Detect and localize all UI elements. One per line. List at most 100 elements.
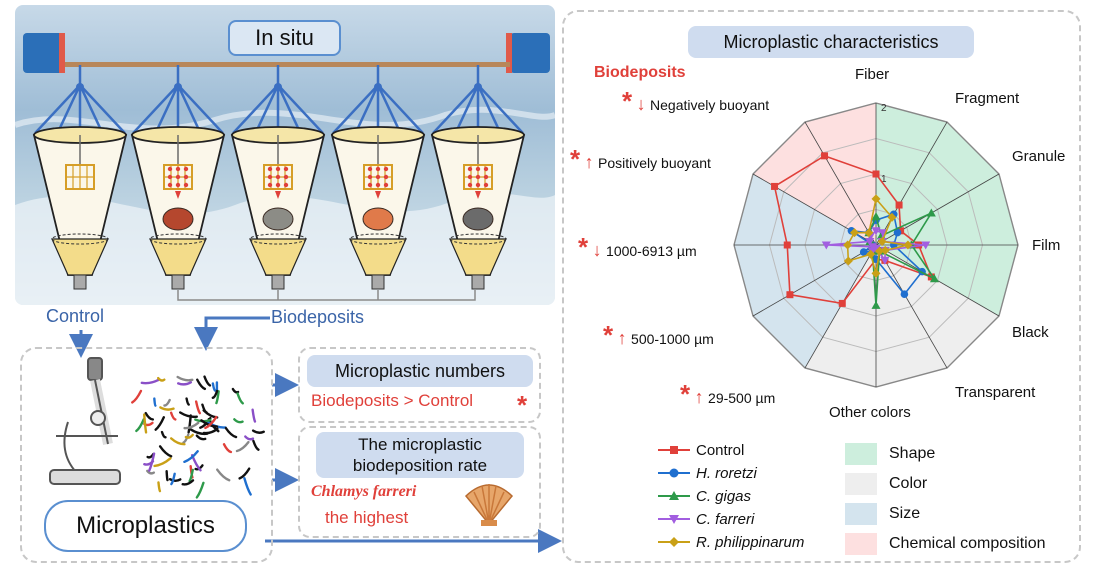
- axis-label-other-colors: Other colors: [829, 404, 911, 421]
- microplastic-fiber: [202, 427, 219, 435]
- sector-size: [734, 174, 876, 368]
- data-point: [895, 201, 903, 209]
- radar-spoke: [804, 121, 877, 246]
- legend-item: H. roretzi: [656, 463, 757, 485]
- microplastic-fiber: [168, 478, 182, 483]
- rate-species: Chlamys farreri: [311, 483, 417, 500]
- legend-marker: [658, 446, 690, 454]
- data-point: [783, 241, 791, 249]
- axis-label-film: Film: [1032, 237, 1061, 254]
- in-situ-illustration: [15, 33, 555, 305]
- microplastic-fiber: [183, 421, 200, 430]
- star-marker: *: [622, 86, 633, 116]
- microplastic-fiber: [201, 403, 208, 414]
- microplastic-fiber: [222, 443, 233, 454]
- legend-swatch: [845, 503, 877, 525]
- microplastic-fiber: [165, 470, 169, 482]
- data-point: [865, 237, 875, 246]
- microplastic-fiber: [146, 469, 156, 475]
- data-point: [786, 291, 794, 299]
- microplastic-fiber: [216, 468, 231, 482]
- sediment-trap: [230, 65, 326, 290]
- arrow-up-icon: ↑: [584, 152, 594, 172]
- microplastic-fiber: [157, 481, 162, 493]
- microplastic-fiber: [163, 398, 171, 407]
- biodeposits-arrow: [194, 316, 270, 351]
- data-point: [871, 268, 881, 278]
- microplastic-fiber: [131, 389, 143, 404]
- annotation-label: Positively buoyant: [598, 155, 711, 171]
- rate-title-line1: The microplastic: [358, 435, 482, 454]
- significance-star: *: [517, 390, 528, 420]
- data-point: [872, 170, 880, 178]
- microplastic-fiber: [211, 389, 219, 399]
- biodeposition-rate-title: The microplastic biodeposition rate: [316, 432, 524, 478]
- microplastic-fiber: [160, 430, 167, 439]
- data-point: [893, 228, 902, 237]
- legend-item: C. farreri: [656, 509, 754, 531]
- annotation-label: Negatively buoyant: [650, 97, 770, 113]
- microplastic-fiber: [181, 479, 195, 486]
- data-point: [871, 300, 881, 309]
- data-point: [903, 240, 913, 250]
- data-point: [821, 241, 831, 250]
- legend-item: R. philippinarum: [656, 532, 804, 554]
- microplastic-fiber: [143, 413, 148, 434]
- legend-label: C. farreri: [696, 510, 755, 528]
- microplastic-fiber: [243, 477, 252, 496]
- microplastic-fiber: [184, 433, 194, 439]
- legend-item: Control: [656, 440, 744, 462]
- microplastic-fiber: [251, 408, 257, 423]
- legend-category-label: Color: [889, 475, 928, 492]
- data-point: [859, 248, 868, 256]
- axis-label-fragment: Fragment: [955, 90, 1020, 107]
- axis-label-black: Black: [1012, 324, 1049, 341]
- annotation-29-500: * ↑ 29-500 µm: [680, 381, 775, 408]
- annotation-label: 1000-6913 µm: [606, 243, 697, 259]
- microplastic-fiber: [148, 452, 156, 472]
- microplastic-fiber: [153, 397, 157, 407]
- characteristics-title: Microplastic characteristics: [688, 26, 974, 58]
- microplastic-fiber: [238, 467, 251, 480]
- legend-marker: [658, 491, 690, 500]
- microplastic-fiber: [170, 472, 176, 486]
- microplastic-fiber: [169, 437, 186, 446]
- legend-swatch: [845, 533, 877, 555]
- microplastic-fiber: [187, 414, 192, 434]
- microscope-and-fibers-illustration: [49, 357, 265, 499]
- biodeposition-rate-box: [298, 426, 541, 538]
- microplastic-fiber: [185, 397, 190, 406]
- legend-label: C. gigas: [696, 487, 752, 505]
- microplastics-title-box: Microplastics: [44, 500, 247, 552]
- annotation-label: 500-1000 µm: [631, 331, 714, 347]
- data-point: [900, 290, 909, 298]
- microplastic-fiber: [158, 445, 173, 458]
- data-point: [771, 182, 779, 190]
- biodeposits-heading: Biodeposits: [594, 64, 686, 81]
- biodeposits-label: Biodeposits: [271, 307, 365, 327]
- data-point: [871, 212, 881, 221]
- data-point: [843, 256, 853, 266]
- microplastic-numbers-box: [298, 347, 541, 423]
- sector-chemical: [753, 103, 876, 245]
- rate-title-line2: biodeposition rate: [352, 456, 488, 475]
- radar-spoke: [875, 244, 948, 369]
- data-point: [877, 236, 887, 246]
- data-point: [838, 299, 846, 307]
- microplastic-fiber: [235, 440, 250, 453]
- microplastic-fiber: [211, 382, 217, 392]
- data-point: [868, 243, 878, 252]
- microplastic-fibers: [131, 375, 265, 499]
- microplastic-numbers-title: Microplastic numbers: [307, 355, 533, 387]
- data-point: [821, 152, 829, 160]
- sediment-trap: [130, 65, 226, 290]
- microplastic-fiber: [194, 400, 202, 415]
- legend-marker: [658, 468, 690, 478]
- data-point: [926, 208, 936, 217]
- legend-category: Color: [845, 473, 927, 499]
- buoy-right-band: [506, 33, 512, 73]
- data-point: [871, 227, 881, 236]
- legend-category-label: Chemical composition: [889, 535, 1046, 552]
- sediment-traps: [32, 65, 526, 290]
